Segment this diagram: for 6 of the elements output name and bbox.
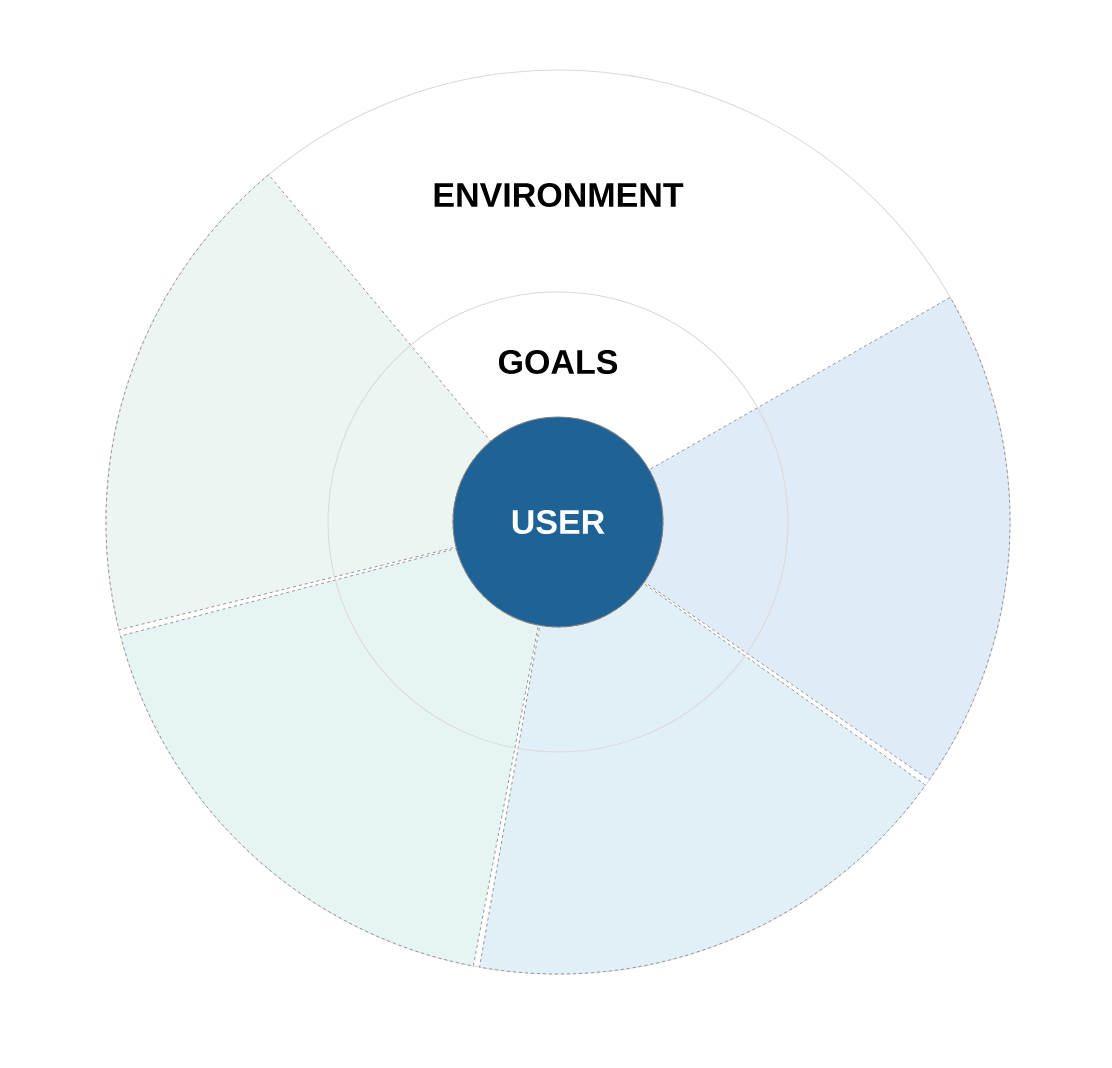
circle-label: USER xyxy=(512,509,605,534)
wedge xyxy=(120,548,539,967)
circle-label: ENVIRONMENT xyxy=(434,182,684,207)
circle-label: GOALS xyxy=(498,349,618,374)
wedge xyxy=(479,582,926,975)
wedge xyxy=(643,296,1010,781)
